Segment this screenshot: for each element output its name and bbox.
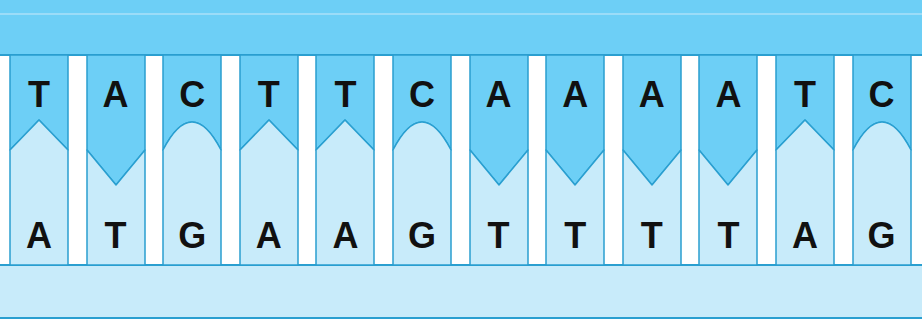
base-outline	[853, 122, 911, 265]
nucleotide-base: G	[163, 118, 221, 265]
base-letter: C	[163, 75, 221, 115]
base-letter: G	[163, 216, 221, 256]
nucleotide-base: G	[393, 118, 451, 265]
base-letter: T	[87, 216, 145, 256]
base-outline	[470, 150, 528, 265]
base-letter: T	[699, 216, 757, 256]
base-letter: C	[853, 75, 911, 115]
base-letter: C	[393, 75, 451, 115]
nucleotide-base: T	[623, 118, 681, 265]
base-letter: T	[10, 75, 68, 115]
base-letter: A	[776, 216, 834, 256]
nucleotide-base: T	[546, 118, 604, 265]
base-letter: A	[316, 216, 374, 256]
nucleotide-base: G	[853, 118, 911, 265]
base-outline	[87, 150, 145, 265]
base-letter: A	[87, 75, 145, 115]
nucleotide-base: A	[316, 118, 374, 265]
base-letter: A	[546, 75, 604, 115]
base-outline	[163, 122, 221, 265]
base-outline	[316, 120, 374, 265]
nucleotide-base: T	[470, 118, 528, 265]
base-letter: T	[316, 75, 374, 115]
base-letter: G	[393, 216, 451, 256]
base-outline	[10, 120, 68, 265]
base-letter: A	[470, 75, 528, 115]
base-letter: T	[240, 75, 298, 115]
nucleotide-base: A	[776, 118, 834, 265]
base-letter: T	[623, 216, 681, 256]
base-letter: T	[776, 75, 834, 115]
base-outline	[240, 120, 298, 265]
base-letter: G	[853, 216, 911, 256]
base-outline	[393, 122, 451, 265]
top-backbone	[0, 0, 922, 55]
nucleotide-base: A	[10, 118, 68, 265]
nucleotide-base: T	[699, 118, 757, 265]
base-letter: A	[240, 216, 298, 256]
nucleotide-base: A	[240, 118, 298, 265]
base-outline	[699, 150, 757, 265]
base-outline	[776, 120, 834, 265]
backbone-line	[0, 317, 922, 319]
bottom-backbone	[0, 265, 922, 318]
base-outline	[546, 150, 604, 265]
nucleotide-base: T	[87, 118, 145, 265]
base-letter: T	[470, 216, 528, 256]
backbone-line	[0, 13, 922, 15]
base-letter: T	[546, 216, 604, 256]
base-outline	[623, 150, 681, 265]
base-letter: A	[699, 75, 757, 115]
base-letter: A	[10, 216, 68, 256]
base-letter: A	[623, 75, 681, 115]
